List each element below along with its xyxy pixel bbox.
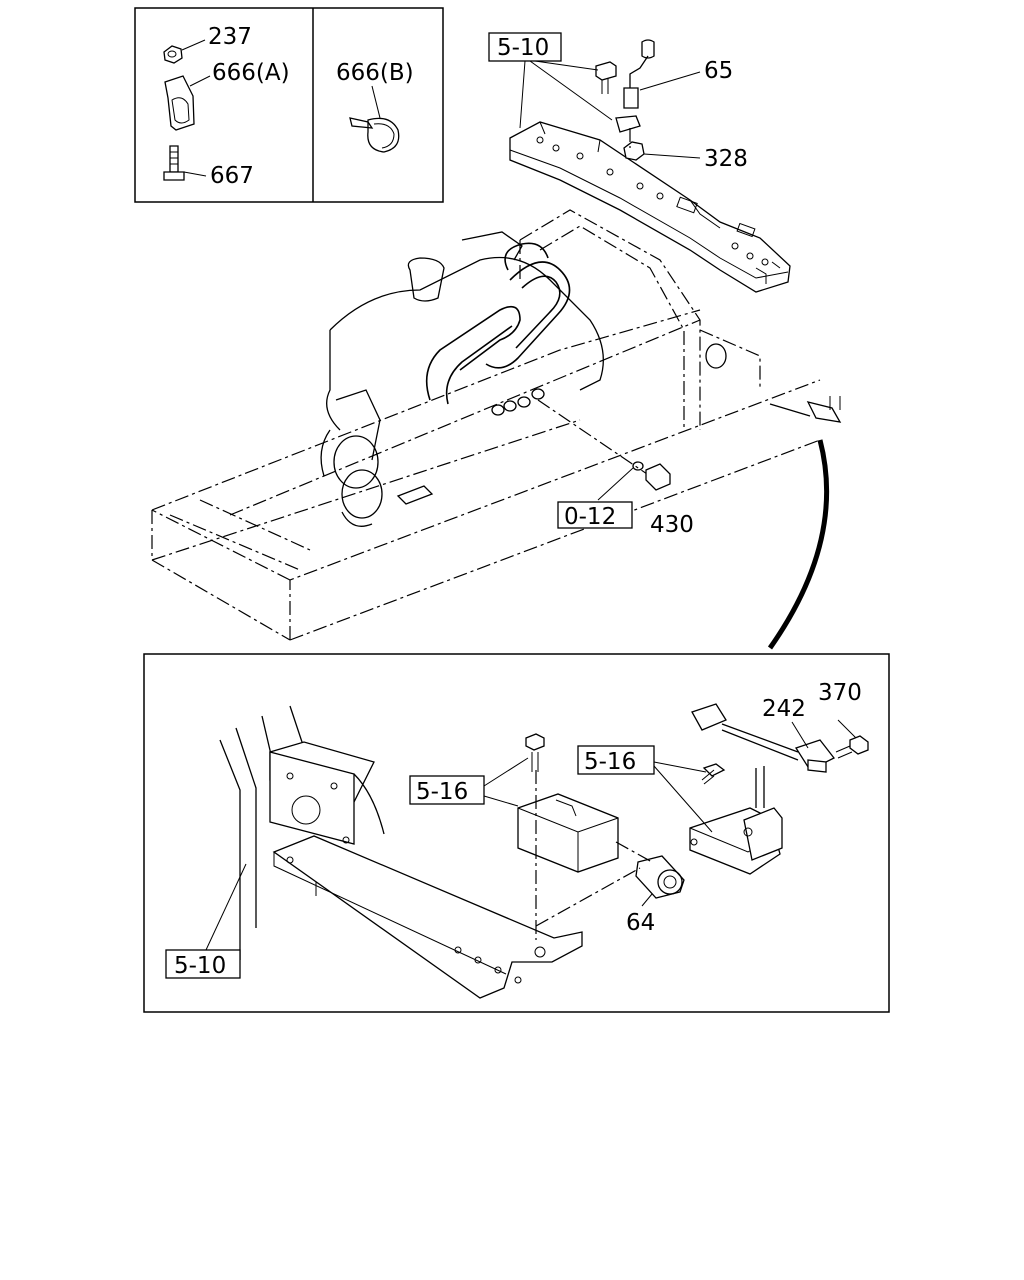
inset-top-left: 237 666(A) 667 666(B): [134, 7, 444, 203]
label-5-10-bottom: 5-10: [174, 953, 226, 979]
main-assembly: [151, 209, 842, 641]
ref-box-5-10-bottom: [165, 949, 241, 979]
label-430: 430: [650, 512, 694, 538]
detail-leader: [767, 439, 830, 650]
switch-64-part: [635, 855, 685, 899]
nut-237-part: [163, 45, 183, 64]
label-370: 370: [818, 680, 862, 706]
label-237: 237: [208, 24, 252, 50]
label-666a: 666(A): [212, 60, 290, 86]
plug-430-part: [645, 463, 671, 491]
ref-box-5-16-right: [577, 745, 655, 775]
ref-box-0-12: [557, 501, 633, 529]
label-328: 328: [704, 146, 748, 172]
clip-666a-part: [164, 75, 195, 131]
label-65: 65: [704, 58, 733, 84]
nut-328-part: [623, 141, 645, 161]
sensor-65-part: [615, 39, 655, 133]
label-666b: 666(B): [336, 60, 414, 86]
ref-box-5-10-top: [488, 32, 562, 62]
detail-view: 64 370 242 5-16 5-16 5: [143, 653, 890, 1013]
bolt-667-part: [163, 145, 185, 181]
label-0-12: 0-12: [564, 504, 616, 530]
label-64: 64: [626, 910, 655, 936]
label-5-10-top: 5-10: [497, 35, 549, 61]
label-5-16-right: 5-16: [584, 749, 636, 775]
label-667: 667: [210, 163, 254, 189]
top-bolt-part: [595, 61, 617, 94]
label-5-16-left: 5-16: [416, 779, 468, 805]
clip-666b-part: [349, 117, 400, 153]
ref-box-5-16-left: [409, 775, 485, 805]
crossmember-bracket: [509, 121, 791, 293]
label-242: 242: [762, 696, 806, 722]
